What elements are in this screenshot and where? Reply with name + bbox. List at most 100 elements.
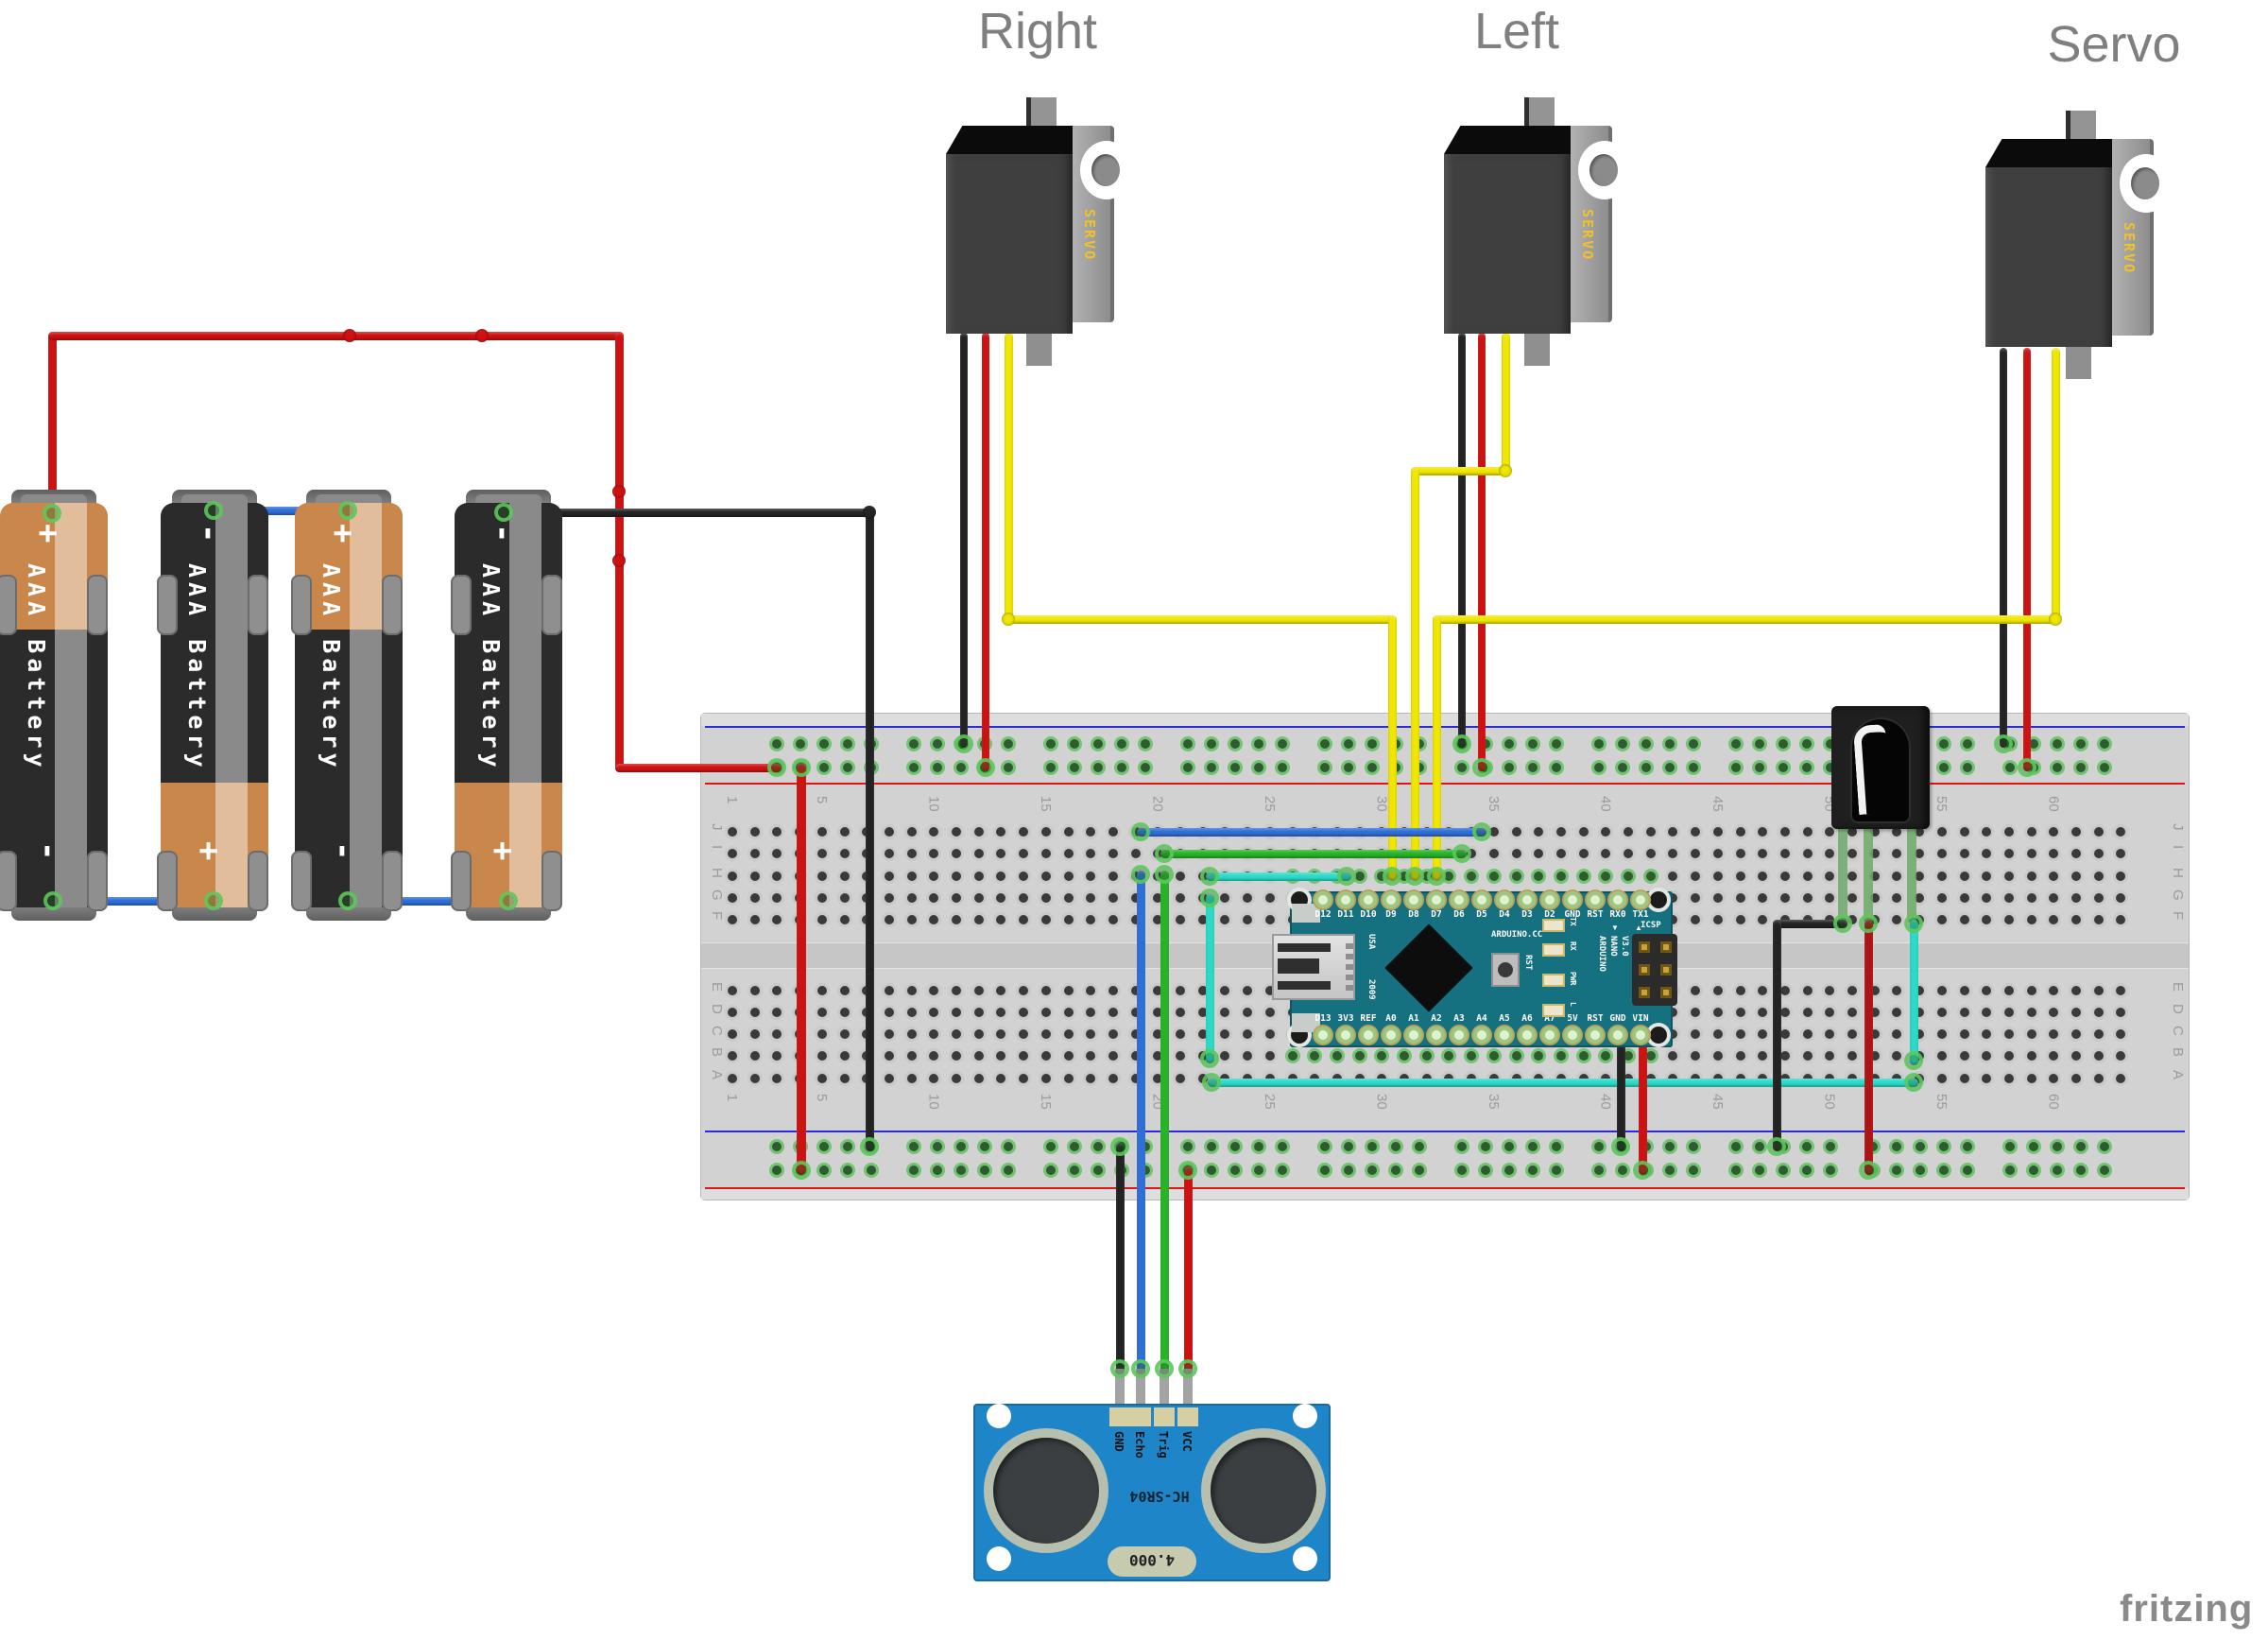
breadboard-hole [1691, 1051, 1701, 1061]
breadboard-hole [1624, 872, 1633, 881]
breadboard-hole [1869, 893, 1880, 903]
breadboard-rail-hole [1552, 763, 1561, 772]
wire-connector [1155, 844, 1174, 863]
wire-blue [343, 896, 513, 906]
nano-pin [1541, 891, 1558, 908]
breadboard-hole [1645, 1051, 1656, 1061]
breadboard-rail-hole [819, 739, 829, 749]
breadboard-rail-hole [1665, 1142, 1675, 1151]
wire-connector [1131, 1359, 1150, 1378]
breadboard-hole [1421, 1051, 1432, 1061]
breadboard-hole [906, 827, 917, 837]
breadboard-hole [884, 893, 894, 903]
breadboard-hole [952, 893, 961, 903]
nano-pin [1314, 1027, 1332, 1044]
breadboard-hole [1243, 986, 1253, 995]
icsp-pad [1660, 987, 1672, 998]
nano-pad [1292, 1013, 1320, 1032]
breadboard-hole [1243, 1029, 1253, 1039]
breadboard-hole [1063, 915, 1074, 924]
breadboard-hole [839, 986, 850, 995]
breadboard-hole [2003, 827, 2014, 837]
top-rail-blue-line [705, 726, 2185, 728]
wire-joint [343, 329, 356, 342]
battery-polarity-bottom: + [484, 841, 522, 861]
breadboard-hole [1040, 1074, 1051, 1083]
breadboard-hole [952, 1051, 961, 1061]
nano-pin-label: VIN [1632, 1013, 1649, 1024]
breadboard-rail-hole [1367, 763, 1377, 772]
breadboard-hole [749, 1051, 760, 1061]
breadboard-hole [2093, 1074, 2104, 1083]
servo-body [946, 154, 1073, 334]
breadboard-hole [1645, 827, 1656, 837]
nano-pin-label: REF [1360, 1013, 1377, 1024]
breadboard-hole [1758, 827, 1768, 837]
nano-brand-text: ARDUINO.CC [1491, 930, 1543, 940]
breadboard-hole [1130, 849, 1141, 858]
breadboard-hole [1555, 1051, 1566, 1061]
breadboard-hole [1691, 915, 1701, 924]
breadboard-rail-hole [1457, 763, 1467, 772]
servo-bottom-tab [1524, 328, 1550, 366]
breadboard-hole [1936, 1051, 1947, 1061]
breadboard-hole [1197, 986, 1208, 995]
breadboard-hole [1691, 872, 1701, 881]
wire-cyan [1205, 872, 1351, 881]
breadboard-rail-hole [1939, 739, 1949, 749]
breadboard-rail-hole [1391, 1142, 1400, 1151]
nano-icsp-label: ICSP [1641, 921, 1661, 930]
breadboard-hole [728, 1029, 737, 1039]
breadboard-rail-hole [1641, 739, 1651, 749]
breadboard-hole [1063, 893, 1074, 903]
wire-connector [860, 1137, 879, 1156]
breadboard-hole [1802, 872, 1813, 881]
breadboard-hole [1869, 1008, 1880, 1017]
breadboard-rail-hole [1046, 1165, 1056, 1175]
nano-name-line: ARDUINO [1597, 936, 1606, 972]
breadboard-hole [2003, 986, 2014, 995]
breadboard-hole [1779, 1029, 1790, 1039]
breadboard-hole [2071, 1051, 2081, 1061]
breadboard-rail-hole [1528, 1142, 1538, 1151]
breadboard-hole [1130, 986, 1141, 995]
breadboard-hole [1847, 827, 1857, 837]
battery-clamp [382, 575, 403, 635]
breadboard-hole [1040, 872, 1051, 881]
servo-label: Left [1473, 3, 1560, 60]
breadboard-hole [996, 1029, 1006, 1039]
wire-connector [1611, 1137, 1630, 1156]
nano-pin [1496, 891, 1513, 908]
breadboard-hole [1936, 1074, 1947, 1083]
breadboard-rail-hole [1254, 1142, 1263, 1151]
breadboard-hole [1892, 893, 1902, 903]
breadboard-hole [2026, 1029, 2036, 1039]
icsp-pad [1660, 964, 1672, 975]
nano-pin-label: A0 [1385, 1013, 1397, 1024]
wire-red [1638, 1043, 1647, 1175]
breadboard-hole [929, 1074, 939, 1083]
breadboard-hole [1915, 827, 1925, 837]
wire-green [1160, 849, 1467, 858]
breadboard-rail-hole [772, 1165, 782, 1175]
breadboard-rail-hole [1618, 763, 1627, 772]
breadboard-hole [1825, 893, 1835, 903]
column-number: 25 [1261, 1094, 1278, 1110]
column-number: 50 [1821, 1094, 1838, 1110]
breadboard-hole [973, 1029, 984, 1039]
breadboard-hole [1624, 827, 1633, 837]
breadboard-hole [1936, 872, 1947, 881]
row-letter: A [709, 1070, 725, 1080]
breadboard-hole [1040, 849, 1051, 858]
breadboard-hole [952, 827, 961, 837]
nano-pin [1405, 891, 1422, 908]
breadboard-hole [929, 849, 939, 858]
breadboard-hole [839, 893, 850, 903]
breadboard-hole [1063, 872, 1074, 881]
breadboard-hole [1130, 1074, 1141, 1083]
breadboard-hole [1936, 849, 1947, 858]
breadboard-hole [1086, 915, 1096, 924]
ir-receiver-leg [1838, 824, 1847, 923]
breadboard-hole [1108, 915, 1118, 924]
breadboard-rail-hole [819, 1142, 829, 1151]
